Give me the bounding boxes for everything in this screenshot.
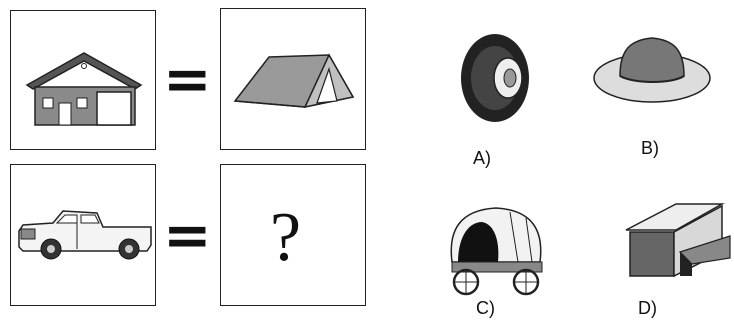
option-d-label[interactable]: D) [638, 298, 657, 319]
option-a-label[interactable]: A) [473, 148, 491, 169]
house-panel [10, 10, 156, 150]
equals-sign-top: = [163, 50, 212, 108]
pickup-truck-icon [11, 165, 157, 307]
option-c-label[interactable]: C) [476, 298, 495, 319]
option-b-label[interactable]: B) [641, 138, 659, 159]
truck-panel [10, 164, 156, 306]
tent-panel [220, 8, 366, 150]
covered-wagon-icon [440, 200, 550, 310]
house-icon [11, 11, 157, 151]
question-mark: ? [270, 203, 301, 273]
equals-sign-bottom: = [163, 206, 212, 264]
garage-icon [622, 200, 734, 300]
tent-icon [221, 9, 367, 151]
unknown-panel: ? [220, 164, 366, 306]
hat-icon [590, 30, 720, 110]
tire-icon [450, 28, 540, 128]
